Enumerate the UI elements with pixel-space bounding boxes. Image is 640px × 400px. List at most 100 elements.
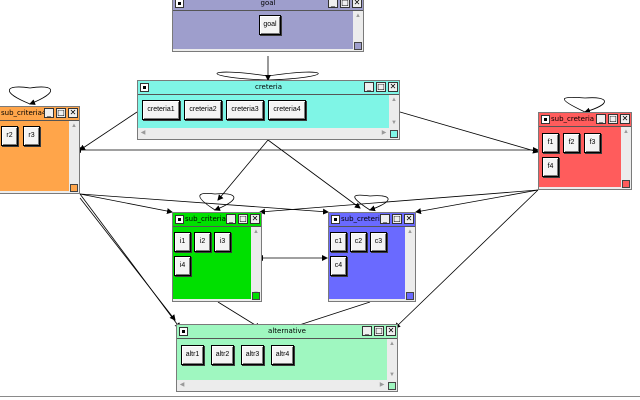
close-button[interactable]: ✕ [68,108,78,118]
node-i2[interactable]: i2 [194,232,211,252]
resize-corner[interactable] [70,184,78,192]
node-altr1[interactable]: altr1 [181,345,204,365]
node-creteria4[interactable]: creteria4 [268,100,306,120]
titlebar-sub-creteria1[interactable]: sub_creteria 1 _ □ ✕ [539,113,631,127]
minimize-button[interactable]: _ [364,82,374,92]
node-r2[interactable]: r2 [1,126,18,146]
resize-corner[interactable] [406,292,414,300]
node-f1[interactable]: f1 [542,133,559,153]
scroll-up-icon[interactable]: ▲ [389,341,395,347]
node-altr3[interactable]: altr3 [241,345,264,365]
window-sub-criteria4[interactable]: sub_criteria4 _ □ ✕ r2 r3 ▲ [0,106,80,194]
node-f2[interactable]: f2 [563,133,580,153]
window-sub-creteria3[interactable]: sub_creteria 3 _ □ ✕ c1 c2 c3 c4 ▲ [328,212,416,302]
node-i3[interactable]: i3 [214,232,231,252]
node-r3[interactable]: r3 [23,126,40,146]
system-menu-icon[interactable] [179,327,188,336]
scroll-down-icon[interactable]: ▼ [389,372,395,378]
vertical-scrollbar[interactable]: ▲ [353,11,363,49]
resize-corner[interactable] [252,292,260,300]
titlebar-creteria[interactable]: creteria _ □ ✕ [138,81,399,95]
node-f3[interactable]: f3 [584,133,601,153]
window-sub-criteria3[interactable]: sub_criteria 3 _ □ ✕ i1 i2 i3 i4 ▲ ▼ [172,212,262,302]
node-f4[interactable]: f4 [542,157,559,177]
node-altr4[interactable]: altr4 [271,345,294,365]
scroll-right-icon[interactable]: ▶ [379,382,385,388]
node-i1[interactable]: i1 [174,232,191,252]
scroll-up-icon[interactable]: ▲ [71,123,77,129]
window-goal[interactable]: goal _ □ ✕ goal ▲ [172,0,364,52]
close-button[interactable]: ✕ [388,82,398,92]
canvas-creteria[interactable]: creteria1 creteria2 creteria3 creteria4 [138,95,389,128]
canvas-sub-creteria1[interactable]: f1 f2 f3 f4 [539,127,621,187]
maximize-button[interactable]: □ [238,214,248,224]
window-creteria[interactable]: creteria _ □ ✕ creteria1 creteria2 crete… [137,80,400,140]
system-menu-icon[interactable] [331,215,340,224]
close-button[interactable]: ✕ [404,214,414,224]
vertical-scrollbar[interactable]: ▲ [405,227,415,299]
close-button[interactable]: ✕ [352,0,362,8]
node-c2[interactable]: c2 [350,232,367,252]
system-menu-icon[interactable] [175,215,184,224]
window-alternative[interactable]: alternative _ □ ✕ altr1 altr2 altr3 altr… [176,324,398,392]
canvas-sub-creteria3[interactable]: c1 c2 c3 c4 [329,227,405,299]
scroll-right-icon[interactable]: ▶ [381,130,387,136]
window-sub-creteria1[interactable]: sub_creteria 1 _ □ ✕ f1 f2 f3 f4 ▲ [538,112,632,190]
titlebar-sub-criteria4[interactable]: sub_criteria4 _ □ ✕ [0,107,79,121]
minimize-button[interactable]: _ [44,108,54,118]
minimize-button[interactable]: _ [596,114,606,124]
node-creteria3[interactable]: creteria3 [226,100,264,120]
scroll-up-icon[interactable]: ▲ [355,13,361,19]
canvas-sub-criteria3[interactable]: i1 i2 i3 i4 [173,227,251,299]
maximize-button[interactable]: □ [56,108,66,118]
system-menu-icon[interactable] [140,83,149,92]
resize-corner[interactable] [390,130,398,138]
scroll-up-icon[interactable]: ▲ [253,229,259,235]
scroll-up-icon[interactable]: ▲ [391,97,397,103]
scroll-down-icon[interactable]: ▼ [391,120,397,126]
scroll-left-icon[interactable]: ◀ [179,382,185,388]
system-menu-icon[interactable] [541,115,550,124]
maximize-button[interactable]: □ [392,214,402,224]
minimize-button[interactable]: _ [328,0,338,8]
vertical-scrollbar[interactable]: ▲ ▼ [387,339,397,380]
titlebar-sub-creteria3[interactable]: sub_creteria 3 _ □ ✕ [329,213,415,227]
vertical-scrollbar[interactable]: ▲ [69,121,79,191]
maximize-button[interactable]: □ [340,0,350,8]
titlebar-goal[interactable]: goal _ □ ✕ [173,0,363,11]
minimize-button[interactable]: _ [226,214,236,224]
node-c4[interactable]: c4 [330,256,347,276]
node-goal[interactable]: goal [259,15,281,35]
canvas-goal[interactable]: goal [173,11,353,49]
minimize-button[interactable]: _ [362,326,372,336]
node-creteria2[interactable]: creteria2 [184,100,222,120]
resize-corner[interactable] [354,42,362,50]
maximize-button[interactable]: □ [374,326,384,336]
canvas-alternative[interactable]: altr1 altr2 altr3 altr4 [177,339,387,380]
close-button[interactable]: ✕ [250,214,260,224]
scroll-left-icon[interactable]: ◀ [140,130,146,136]
resize-corner[interactable] [622,180,630,188]
titlebar-sub-criteria3[interactable]: sub_criteria 3 _ □ ✕ [173,213,261,227]
node-i4[interactable]: i4 [174,256,191,276]
close-button[interactable]: ✕ [386,326,396,336]
vertical-scrollbar[interactable]: ▲ ▼ [389,95,399,128]
vertical-scrollbar[interactable]: ▲ [621,127,631,187]
maximize-button[interactable]: □ [376,82,386,92]
close-button[interactable]: ✕ [620,114,630,124]
maximize-button[interactable]: □ [608,114,618,124]
minimize-button[interactable]: _ [380,214,390,224]
node-c3[interactable]: c3 [370,232,387,252]
titlebar-alternative[interactable]: alternative _ □ ✕ [177,325,397,339]
scroll-up-icon[interactable]: ▲ [407,229,413,235]
node-altr2[interactable]: altr2 [211,345,234,365]
canvas-sub-criteria4[interactable]: r2 r3 [0,121,69,191]
scroll-up-icon[interactable]: ▲ [623,129,629,135]
node-c1[interactable]: c1 [330,232,347,252]
node-creteria1[interactable]: creteria1 [142,100,180,120]
horizontal-scrollbar[interactable]: ◀ ▶ [177,380,387,391]
system-menu-icon[interactable] [175,0,184,8]
vertical-scrollbar[interactable]: ▲ ▼ [251,227,261,299]
resize-corner[interactable] [388,382,396,390]
horizontal-scrollbar[interactable]: ◀ ▶ [138,128,389,139]
